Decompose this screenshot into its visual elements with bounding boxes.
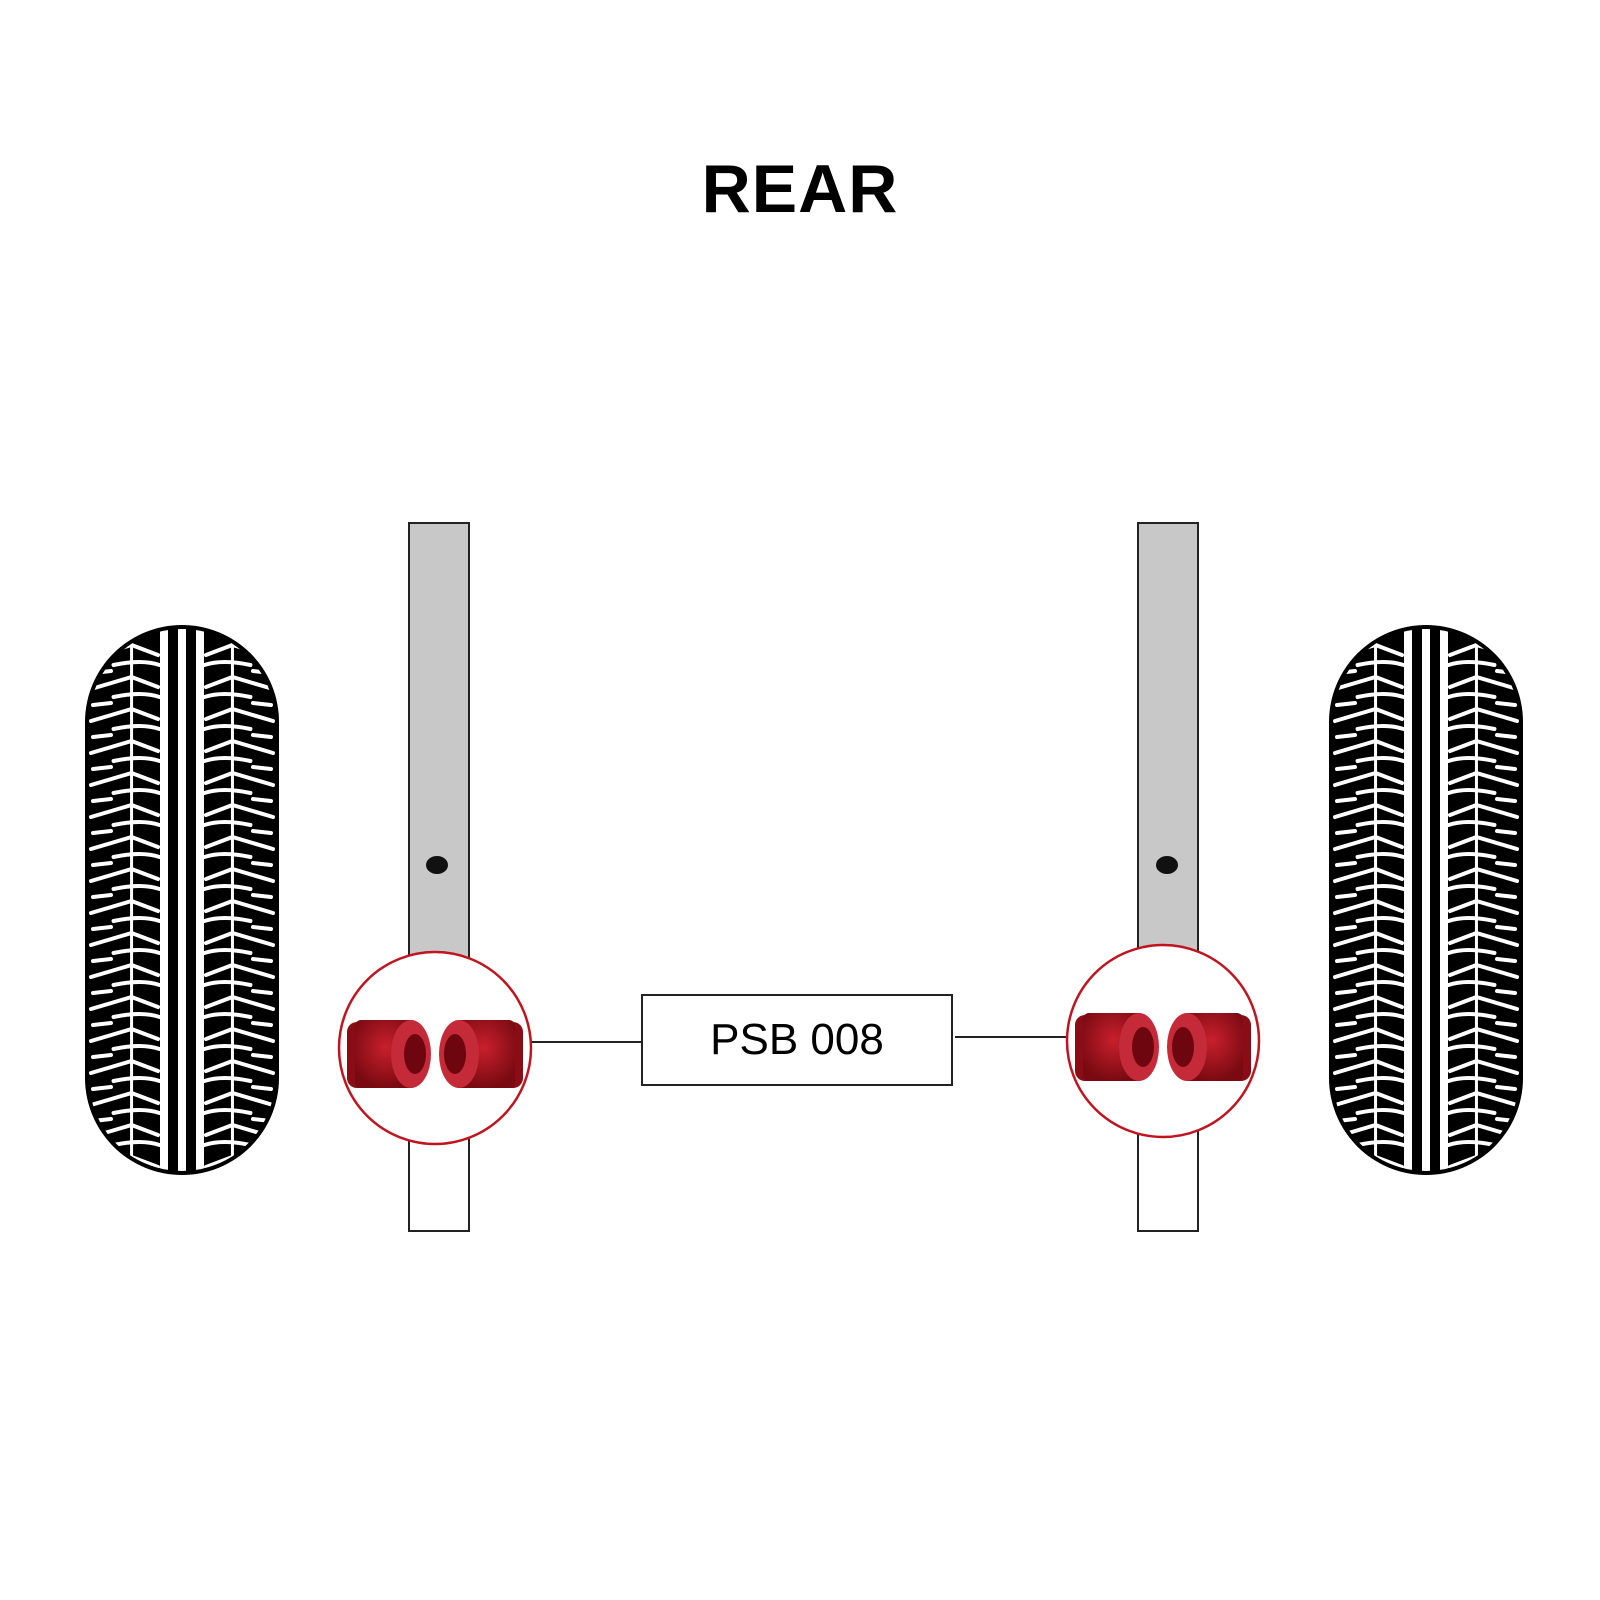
left-bushing-callout <box>337 950 533 1146</box>
mount-hole-icon <box>426 856 448 874</box>
bushing-icon <box>1075 1013 1159 1081</box>
bushing-icon <box>347 1020 431 1088</box>
right-tire-icon <box>1329 625 1523 1175</box>
diagram-title: REAR <box>701 151 899 227</box>
bushing-icon <box>439 1020 523 1088</box>
left-tire-icon <box>85 625 279 1175</box>
mount-hole-icon <box>1156 856 1178 874</box>
right-bushing-callout <box>1065 943 1261 1139</box>
bushing-icon <box>1167 1013 1251 1081</box>
part-number-label: PSB 008 <box>641 994 953 1086</box>
